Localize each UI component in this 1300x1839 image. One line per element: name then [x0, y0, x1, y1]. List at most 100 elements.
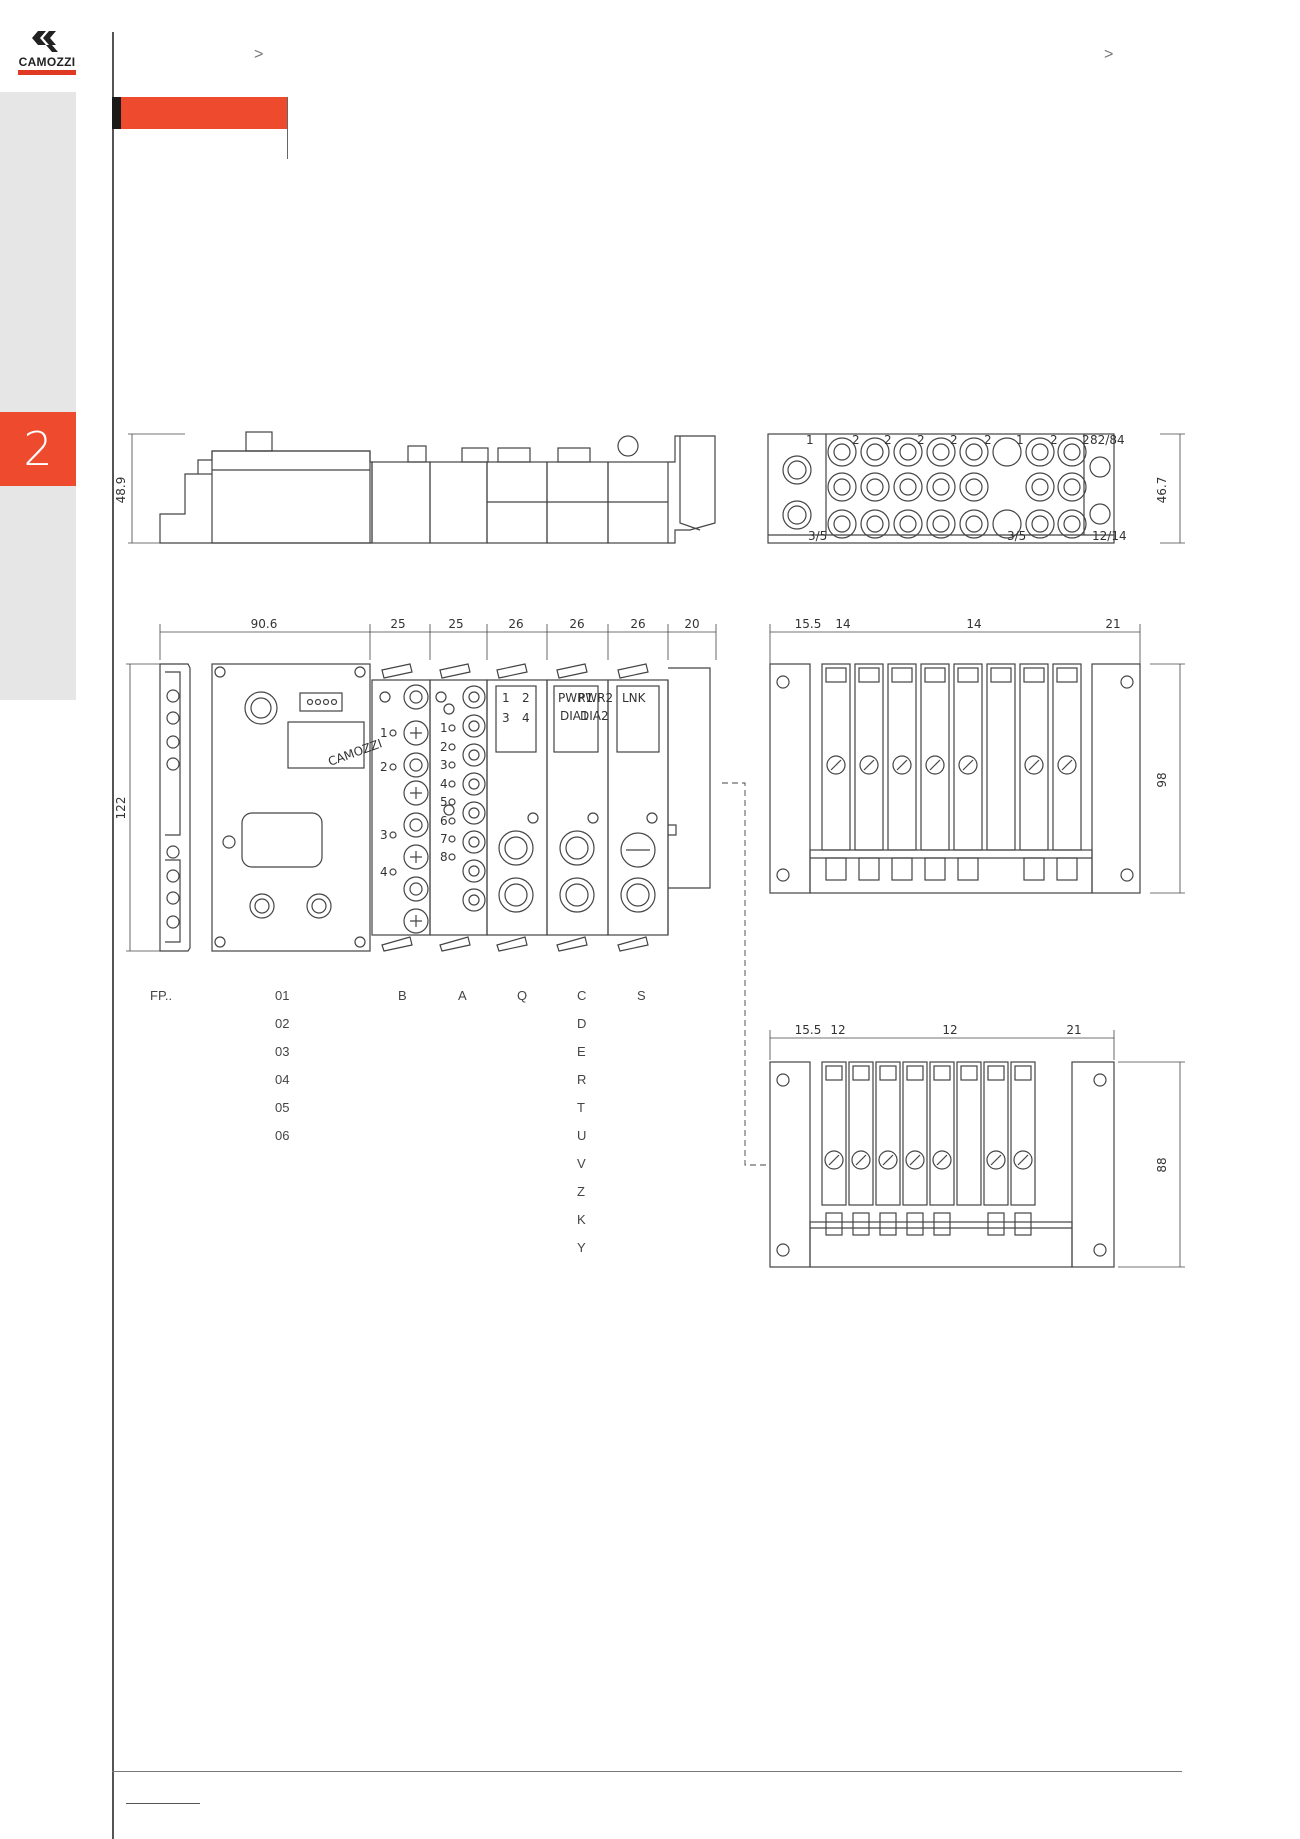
q-label-3: 3 — [502, 711, 510, 725]
manual-override[interactable] — [859, 755, 879, 775]
module-clip[interactable] — [617, 936, 649, 952]
port-label-3-5: 3/5 — [808, 529, 827, 543]
port-outer — [827, 509, 857, 539]
port-label: 2 — [1050, 433, 1058, 447]
override-slot — [1017, 1154, 1029, 1166]
io-connector — [462, 859, 486, 883]
manual-override[interactable] — [824, 1150, 844, 1170]
module-clip[interactable] — [439, 663, 471, 679]
port-outer — [860, 437, 890, 467]
valve-cap — [957, 667, 979, 683]
manual-override[interactable] — [851, 1150, 871, 1170]
io-connector-inner — [468, 778, 480, 790]
led-label: 1 — [440, 721, 448, 735]
valve-cap — [852, 1065, 870, 1081]
valve-slices-14 — [821, 663, 1082, 881]
code-prefix-column: FP.. — [150, 982, 172, 1010]
port-inner — [899, 478, 917, 496]
valve-slice — [854, 663, 884, 851]
port-outer — [1057, 509, 1087, 539]
front-view-drawing: 90.6 25 25 26 26 26 20 122 CAMOZZI — [114, 617, 717, 952]
manual-override[interactable] — [878, 1150, 898, 1170]
manual-override[interactable] — [925, 755, 945, 775]
breadcrumb-arrow-right[interactable]: > — [1104, 46, 1114, 63]
io-connector — [462, 772, 486, 796]
led-indicator — [448, 761, 456, 769]
override-slot — [1061, 759, 1073, 771]
override-slot — [1028, 759, 1040, 771]
camozzi-logo: CAMOZZI — [16, 28, 78, 76]
valve-cap — [933, 1065, 951, 1081]
port-inner — [833, 443, 851, 461]
port-label-1: 1 — [806, 433, 814, 447]
override-slot — [909, 1154, 921, 1166]
manual-override[interactable] — [932, 1150, 952, 1170]
valve-slice — [821, 663, 851, 851]
valve-fitting — [852, 1212, 870, 1236]
endplate-hole — [166, 757, 180, 771]
led-label: 5 — [440, 795, 448, 809]
port-label: 2 — [984, 433, 992, 447]
valve-cap — [990, 667, 1012, 683]
endplate-hole — [166, 891, 180, 905]
port-inner — [833, 478, 851, 496]
module-clip[interactable] — [496, 936, 528, 952]
valve-cap — [924, 667, 946, 683]
module-clip[interactable] — [617, 663, 649, 679]
port-plug — [992, 437, 1022, 467]
io-connector-inner — [468, 807, 480, 819]
module-clip[interactable] — [381, 936, 413, 952]
valve14-height-dim: 98 — [1155, 772, 1169, 787]
chapter-tab[interactable]: 2 — [0, 412, 76, 486]
manual-override[interactable] — [905, 1150, 925, 1170]
manual-override[interactable] — [892, 755, 912, 775]
manual-override[interactable] — [1013, 1150, 1033, 1170]
valve-fitting — [858, 857, 880, 881]
module-clip[interactable] — [556, 936, 588, 952]
led-indicator — [389, 831, 397, 839]
valve-fitting — [1056, 857, 1078, 881]
module-clip[interactable] — [496, 663, 528, 679]
breadcrumb-arrow-left[interactable]: > — [254, 46, 264, 63]
port-label: 2 — [852, 433, 860, 447]
footer-tick — [126, 1803, 200, 1804]
port-label-12-14: 12/14 — [1092, 529, 1127, 543]
port-inner — [1031, 478, 1049, 496]
led-indicator — [448, 798, 456, 806]
manual-override[interactable] — [826, 755, 846, 775]
io-connector-inner — [468, 720, 480, 732]
left-vertical-rule — [112, 32, 114, 1839]
port-label: 2 — [917, 433, 925, 447]
valve-slice — [1019, 663, 1049, 851]
io-connector-cap — [410, 851, 422, 863]
port-outer — [959, 509, 989, 539]
code-prefix: FP.. — [150, 988, 173, 1003]
c-label-pwr1: PWR1 — [558, 691, 593, 705]
valve-slice — [920, 663, 950, 851]
valve12-dim-12a: 12 — [830, 1023, 845, 1037]
side-view-height-dim: 48.9 — [114, 477, 128, 504]
io-connector-inner — [409, 758, 423, 772]
module-c-code: Z — [577, 1184, 585, 1199]
port-inner — [932, 478, 950, 496]
valve-slice — [983, 1061, 1009, 1206]
module-clip[interactable] — [439, 936, 471, 952]
module-clip[interactable] — [556, 663, 588, 679]
manual-override[interactable] — [958, 755, 978, 775]
port-outer — [860, 509, 890, 539]
port-outer — [1025, 437, 1055, 467]
io-connector — [403, 720, 429, 746]
port-inner — [866, 515, 884, 533]
module-clip[interactable] — [381, 663, 413, 679]
port-outer — [893, 472, 923, 502]
manual-override[interactable] — [1024, 755, 1044, 775]
manual-override[interactable] — [986, 1150, 1006, 1170]
logo-text: CAMOZZI — [18, 55, 76, 69]
manual-override[interactable] — [1057, 755, 1077, 775]
io-connector — [403, 812, 429, 838]
endplate-hole — [166, 735, 180, 749]
valve-cap — [1014, 1065, 1032, 1081]
